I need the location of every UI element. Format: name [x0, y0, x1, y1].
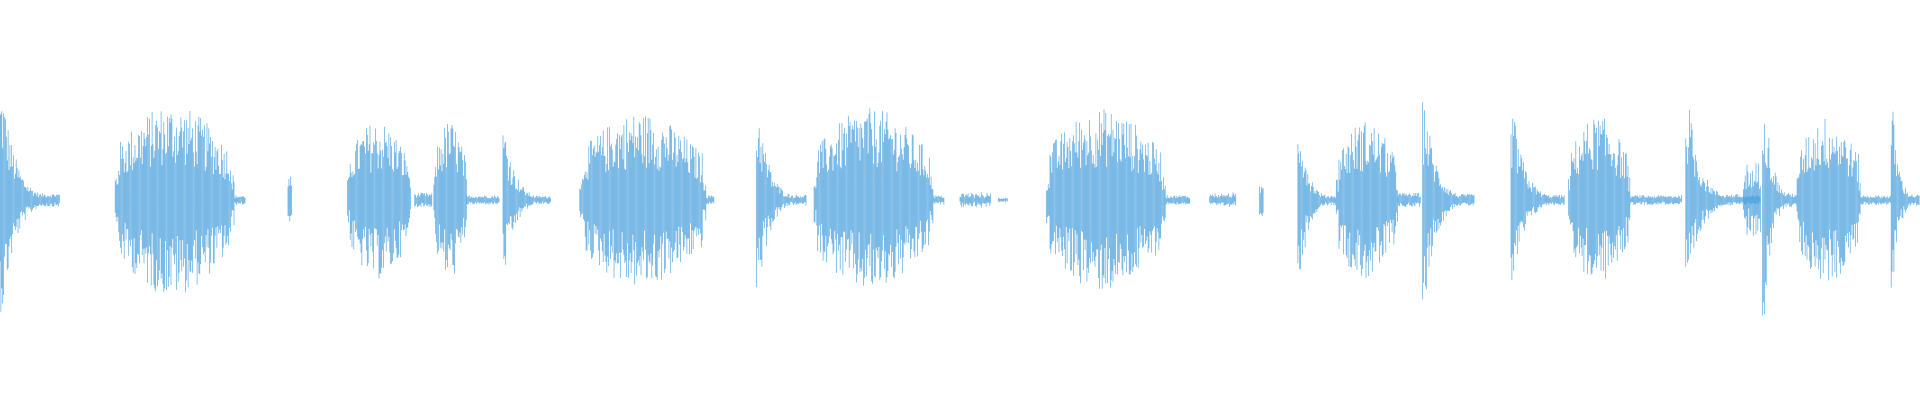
- waveform-path: [0, 102, 1920, 316]
- waveform-strokes: [0, 102, 1920, 316]
